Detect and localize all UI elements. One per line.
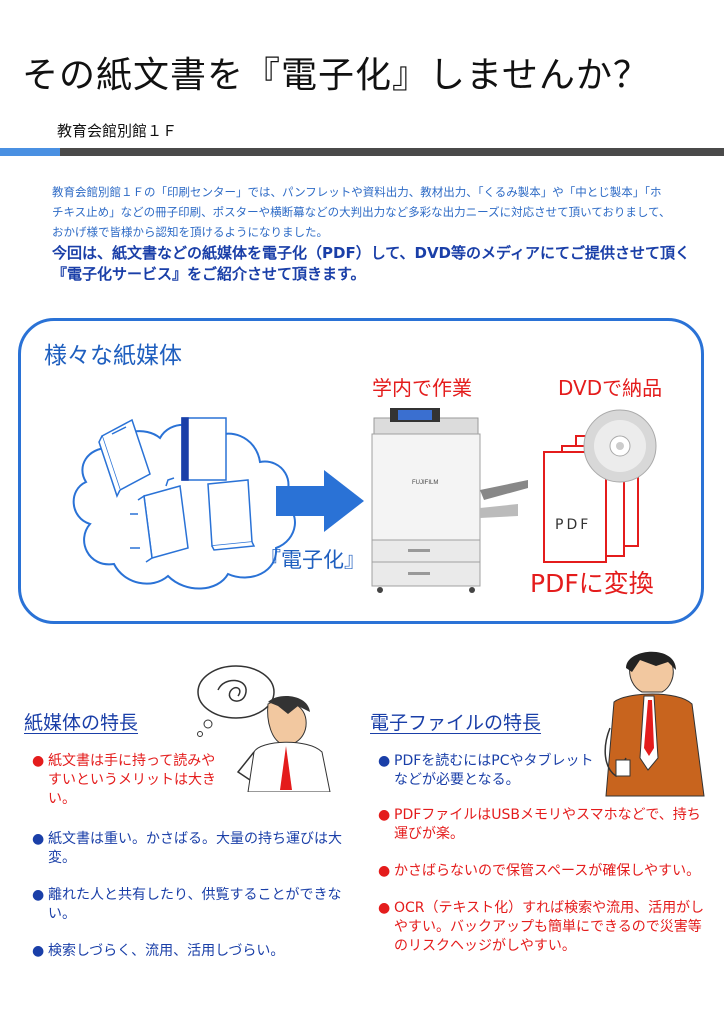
header-rule-accent: [0, 148, 60, 156]
location-label: 教育会館別館１Ｆ: [57, 122, 178, 140]
businessman-illustration: [604, 651, 705, 797]
confused-person-illustration: [197, 665, 331, 792]
digital-features-title: 電子ファイルの特長: [370, 712, 542, 734]
digitize-label: 『電子化』: [260, 548, 365, 572]
list-item: ●PDFを読むにはPCやタブレットなどが必要となる。: [378, 753, 594, 788]
bullet-icon: ●: [32, 753, 45, 769]
paper-features-title: 紙媒体の特長: [24, 712, 139, 734]
arrow-right-icon: [276, 470, 364, 532]
bullet-icon: ●: [378, 900, 391, 916]
book-icon: [181, 417, 227, 481]
page-title: その紙文書を『電子化』しませんか？: [22, 55, 650, 96]
printer-brand: FUJIFILM: [412, 480, 438, 486]
work-label: 学内で作業: [372, 376, 472, 400]
digital-features-list: ●PDFを読むにはPCやタブレットなどが必要となる。: [378, 752, 594, 808]
header-rule: [60, 148, 724, 156]
list-item: ●PDFファイルはUSBメモリやスマホなどで、持ち運びが楽。: [378, 807, 701, 842]
list-item: ●検索しづらく、流用、活用しづらい。: [32, 943, 285, 959]
lead-paragraph: 今回は、紙文書などの紙媒体を電子化（PDF）して、DVD等のメディアにてご提供さ…: [52, 244, 690, 283]
paper-media-label: 様々な紙媒体: [44, 343, 182, 369]
paper-media-cloud: [72, 417, 296, 590]
paper-features-list-continued: ●紙文書は重い。かさばる。大量の持ち運びは大変。 ●離れた人と共有したり、供覧す…: [32, 830, 342, 979]
paper-features-list: ●紙文書は手に持って読みやすいというメリットは大きい。: [32, 752, 262, 827]
book-icon: [207, 479, 256, 551]
service-diagram-panel: [18, 318, 704, 624]
list-item: ●紙文書は重い。かさばる。大量の持ち運びは大変。: [32, 831, 342, 866]
dvd-label: DVDで納品: [558, 376, 663, 400]
bullet-icon: ●: [378, 753, 391, 769]
dvd-icon: [583, 409, 657, 483]
convert-label: PDFに変換: [530, 569, 654, 598]
printer-icon: FUJIFILM: [371, 408, 528, 593]
list-item: ●紙文書は手に持って読みやすいというメリットは大きい。: [32, 753, 216, 807]
list-item: ●離れた人と共有したり、供覧することができない。: [32, 887, 342, 922]
pdf-documents-icon: [543, 409, 657, 563]
pdf-label: PDF: [555, 517, 592, 533]
book-icon: [130, 477, 189, 563]
bullet-icon: ●: [32, 887, 45, 903]
list-item: ●OCR（テキスト化）すれば検索や流用、活用がしやすい。バックアップも簡単にでき…: [378, 900, 705, 954]
digital-features-list-continued: ●PDFファイルはUSBメモリやスマホなどで、持ち運びが楽。 ●かさばらないので…: [378, 806, 708, 974]
bullet-icon: ●: [32, 831, 45, 847]
book-icon: [98, 418, 151, 498]
bullet-icon: ●: [32, 943, 45, 959]
bullet-icon: ●: [378, 863, 391, 879]
bullet-icon: ●: [378, 807, 391, 823]
list-item: ●かさばらないので保管スペースが確保しやすい。: [378, 863, 701, 879]
intro-paragraph: 教育会館別館１Ｆの「印刷センター」では、パンフレットや資料出力、教材出力、「くる…: [52, 185, 671, 239]
